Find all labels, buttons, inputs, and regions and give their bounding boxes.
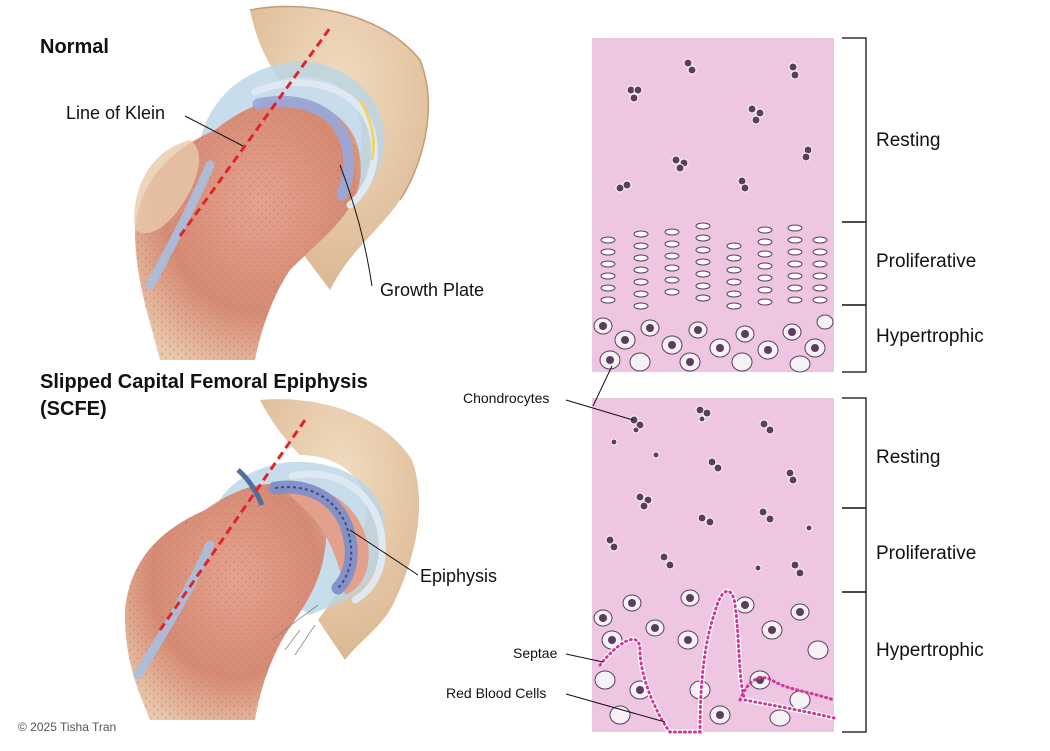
top-zone-proliferative: Proliferative [876,251,976,273]
bottom-zone-resting: Resting [876,447,940,469]
top-zone-resting: Resting [876,130,940,152]
histology-top-panel [592,38,866,372]
normal-hip-illustration [134,7,428,360]
histology-bottom-panel [592,398,866,732]
bottom-zone-proliferative: Proliferative [876,543,976,565]
bracket-top-resting [842,38,866,222]
red-blood-cells-label: Red Blood Cells [446,685,546,701]
scfe-hip-illustration [125,399,419,720]
chondrocytes-label: Chondrocytes [463,390,549,406]
top-zone-hypertrophic: Hypertrophic [876,326,984,348]
bracket-top-hypertrophic [842,305,866,372]
scfe-title-line2: (SCFE) [40,397,107,421]
copyright-credit: © 2025 Tisha Tran [18,720,116,734]
growth-plate-label: Growth Plate [380,280,484,301]
scfe-title-line1: Slipped Capital Femoral Epiphysis [40,370,368,394]
bottom-zone-hypertrophic: Hypertrophic [876,640,984,662]
line-of-klein-label: Line of Klein [66,103,165,124]
bracket-top-proliferative [842,222,866,305]
bracket-bottom-hypertrophic [842,592,866,732]
bracket-bottom-resting [842,398,866,508]
epiphysis-label: Epiphysis [420,566,497,587]
bracket-bottom-proliferative [842,508,866,592]
septae-label: Septae [513,645,557,661]
normal-title: Normal [40,35,109,59]
